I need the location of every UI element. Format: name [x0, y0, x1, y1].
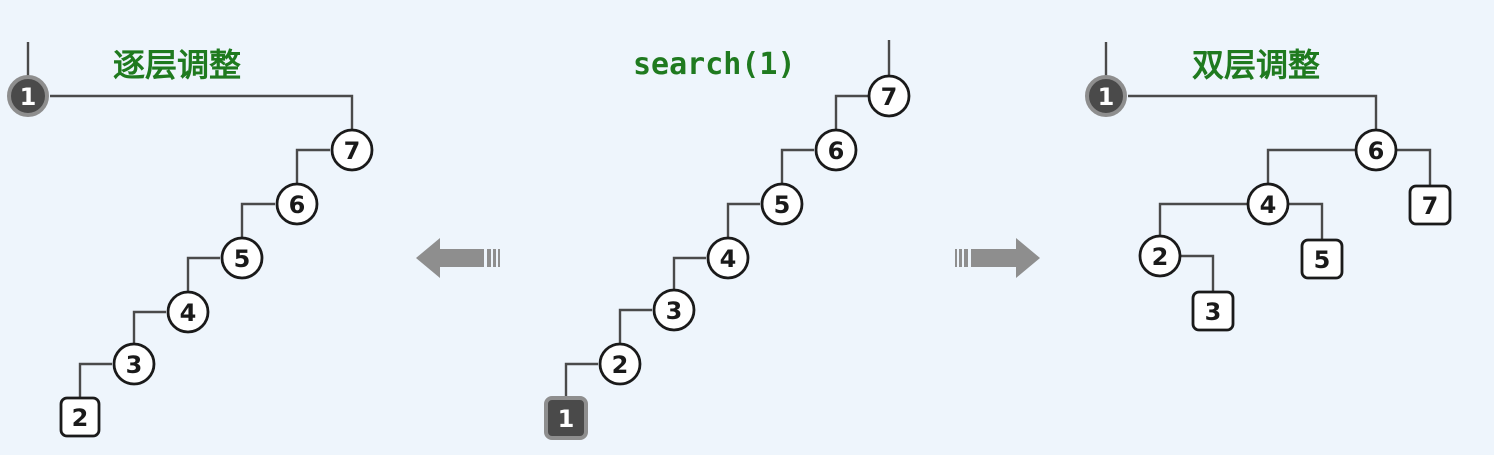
node-label: 6 — [1368, 137, 1385, 165]
left-edge-4-3 — [132, 310, 166, 344]
node-label: 5 — [234, 245, 251, 273]
node-label: 2 — [612, 351, 629, 379]
middle-edge-6-5 — [780, 148, 814, 183]
right-edge-4-2 — [1158, 202, 1248, 236]
middle-edges — [564, 40, 891, 398]
tree-node: 5 — [1300, 238, 1344, 280]
tree-node: 7 — [1408, 184, 1452, 226]
middle-edge-5-4 — [726, 202, 760, 237]
node-label: 5 — [1314, 246, 1331, 274]
right-edge-6-4 — [1266, 148, 1356, 183]
right-edge-2-3 — [1180, 254, 1215, 292]
tree-node: 3 — [1191, 290, 1235, 332]
right-title: 双层调整 — [1192, 46, 1320, 84]
tree-node: 7 — [330, 128, 374, 172]
tree-node: 5 — [220, 236, 264, 280]
tree-node: 7 — [867, 74, 911, 118]
middle-title: search(1) — [633, 47, 796, 82]
node-label: 3 — [1205, 298, 1222, 326]
left-edge-1-7 — [50, 94, 354, 130]
right-edge-4-5 — [1288, 202, 1324, 240]
tree-node: 2 — [598, 342, 642, 386]
middle-edge-4-3 — [672, 256, 706, 290]
tree-node: 3 — [652, 288, 696, 332]
arrow-left-icon — [416, 238, 500, 278]
tree-node: 2 — [59, 396, 101, 438]
node-label: 7 — [881, 83, 898, 111]
right-edges — [1104, 42, 1432, 292]
left-title: 逐层调整 — [113, 46, 241, 84]
middle-edge-2-1 — [564, 362, 598, 398]
middle-tree: 7 6 5 4 3 2 1 — [544, 40, 911, 440]
tree-node: 3 — [112, 342, 156, 386]
right-edge-6-7 — [1396, 148, 1432, 186]
node-label: 2 — [1152, 243, 1169, 271]
tree-node: 6 — [1354, 128, 1398, 172]
tree-node: 5 — [760, 182, 804, 226]
node-label: 3 — [126, 351, 143, 379]
tree-node: 1 — [544, 396, 588, 440]
tree-node: 6 — [275, 182, 319, 226]
tree-node: 6 — [814, 128, 858, 172]
node-label: 2 — [72, 404, 89, 432]
middle-edge-3-2 — [618, 308, 652, 344]
node-label: 1 — [20, 83, 37, 111]
node-label: 4 — [180, 299, 197, 327]
left-edge-7-6 — [295, 148, 330, 183]
tree-node: 4 — [706, 236, 750, 280]
right-tree: 1 6 4 7 2 5 3 — [1085, 42, 1452, 332]
left-edges — [26, 42, 354, 398]
left-edge-5-4 — [186, 256, 220, 291]
tree-node: 1 — [7, 75, 49, 117]
tree-node: 4 — [1246, 182, 1290, 226]
node-label: 4 — [720, 245, 737, 273]
node-label: 7 — [344, 137, 361, 165]
node-label: 4 — [1260, 191, 1277, 219]
left-tree: 1 7 6 5 4 3 2 — [7, 42, 374, 438]
node-label: 6 — [828, 137, 845, 165]
node-label: 5 — [774, 191, 791, 219]
right-edge-1-6 — [1128, 94, 1378, 130]
node-label: 6 — [289, 191, 306, 219]
tree-node: 4 — [166, 290, 210, 334]
left-edge-6-5 — [240, 202, 275, 237]
node-label: 1 — [558, 405, 575, 433]
left-edge-3-2 — [78, 362, 112, 398]
node-label: 1 — [1098, 83, 1115, 111]
tree-node: 1 — [1085, 75, 1127, 117]
tree-node: 2 — [1138, 234, 1182, 278]
middle-edge-7-6 — [834, 94, 869, 130]
node-label: 7 — [1422, 192, 1439, 220]
node-label: 3 — [666, 297, 683, 325]
arrow-right-icon — [955, 238, 1040, 278]
